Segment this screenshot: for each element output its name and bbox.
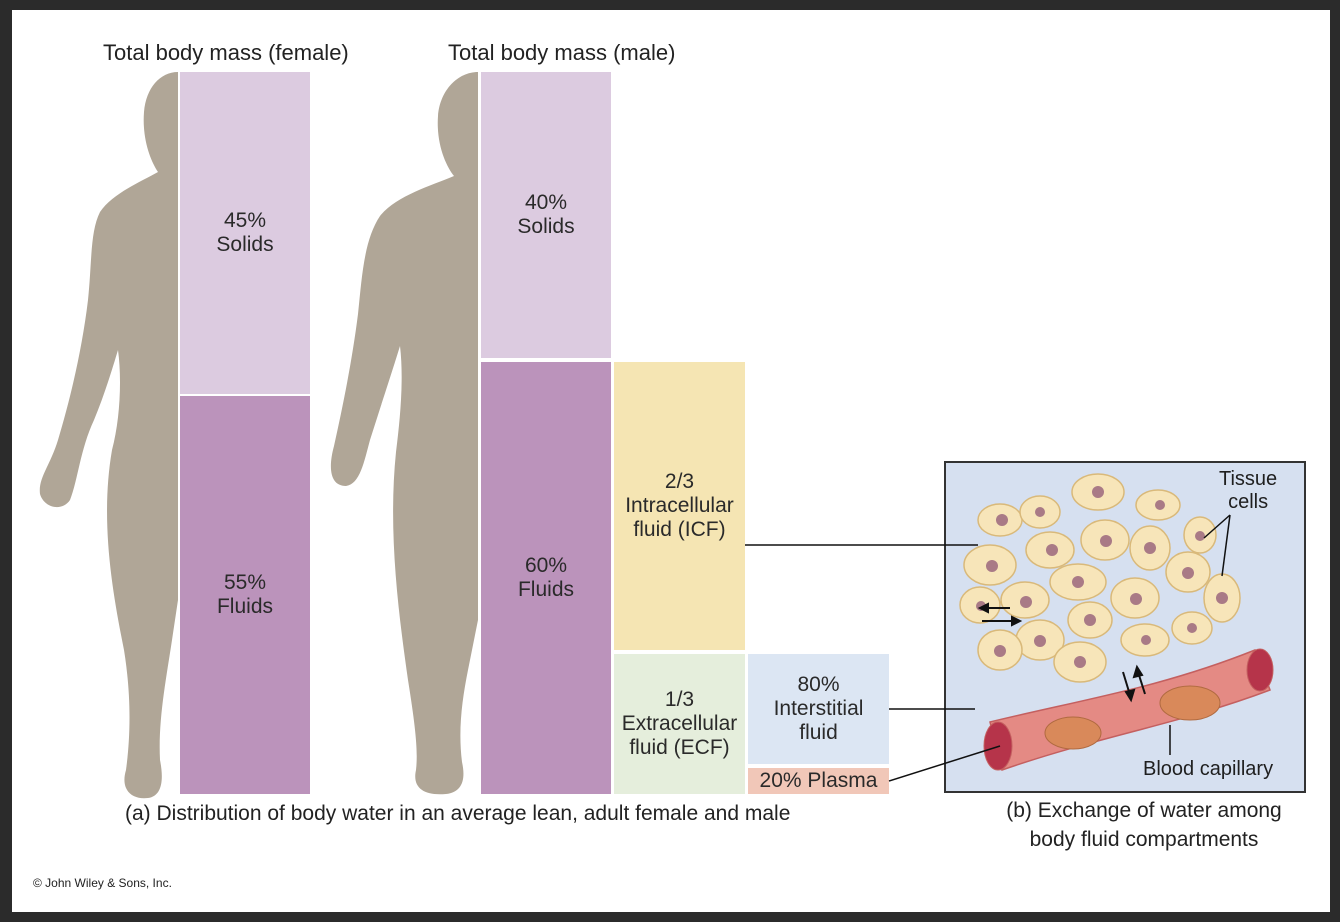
capillary-shape — [983, 648, 1274, 771]
interstitial-block: 80% Interstitial fluid — [748, 654, 889, 764]
female-fluids-block: 55%Fluids — [180, 396, 310, 794]
ecf-label: 1/3 Extracellular fluid (ECF) — [621, 688, 738, 759]
plasma-label: 20% Plasma — [759, 769, 878, 792]
female-solids-block: 45%Solids — [180, 72, 310, 394]
copyright: © John Wiley & Sons, Inc. — [33, 876, 172, 890]
caption-b: (b) Exchange of water among body fluid c… — [1006, 799, 1282, 851]
female-solids-percent: 45% — [223, 209, 266, 232]
male-fluids-block: 60%Fluids — [481, 362, 611, 794]
male-fluids-percent: 60% — [524, 554, 568, 577]
female-fluids-percent: 55% — [223, 571, 267, 594]
ecf-block: 1/3 Extracellular fluid (ECF) — [614, 654, 745, 794]
icf-label: 2/3 Intracellular fluid (ICF) — [625, 470, 734, 541]
interstitial-label: 80% Interstitial fluid — [773, 673, 864, 744]
tissue-cells-group — [959, 473, 1241, 683]
male-title: Total body mass (male) — [448, 40, 676, 65]
caption-a: (a) Distribution of body water in an ave… — [125, 802, 791, 825]
leader-lines — [745, 514, 1231, 782]
male-fluids-label: Fluids — [517, 578, 575, 601]
female-solids-label: Solids — [216, 233, 274, 256]
exchange-arrows — [977, 602, 1146, 703]
female-fluids-label: Fluids — [216, 595, 274, 618]
female-title: Total body mass (female) — [103, 40, 349, 65]
male-solids-block: 40%Solids — [481, 72, 611, 358]
blood-capillary-label: Blood capillary — [1143, 758, 1274, 780]
male-solids-label: Solids — [517, 215, 575, 238]
plasma-block: 20% Plasma — [748, 768, 889, 794]
male-solids-percent: 40% — [524, 191, 567, 214]
tissue-cells-label: Tissue cells — [1219, 468, 1278, 513]
icf-block: 2/3 Intracellular fluid (ICF) — [614, 362, 745, 650]
